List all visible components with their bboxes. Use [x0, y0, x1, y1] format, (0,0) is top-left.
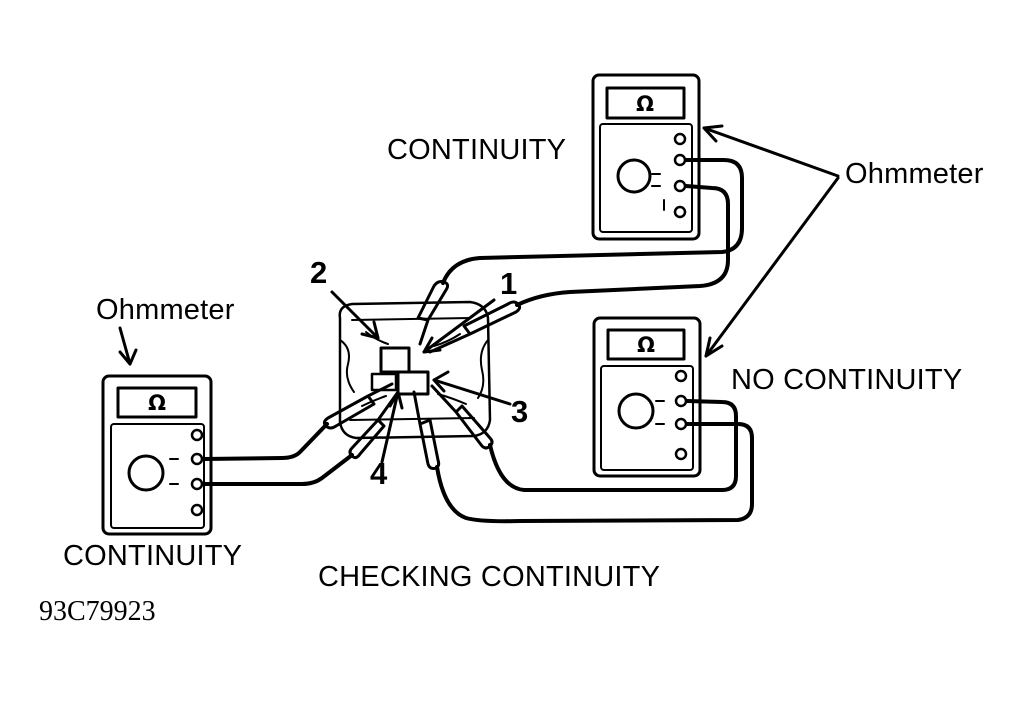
- callout-arrows: [118, 124, 840, 464]
- arrow-ohmmeter-to-right-meter: [704, 176, 840, 358]
- ohmmeter-right: Ω: [592, 316, 702, 478]
- label-ohmmeter-right: Ohmmeter: [845, 158, 984, 190]
- terminal-label-1: 1: [500, 266, 518, 301]
- test-probe: [428, 300, 522, 354]
- label-continuity-top: CONTINUITY: [387, 134, 567, 166]
- diagram-caption: CHECKING CONTINUITY: [318, 561, 661, 593]
- terminal-label-3: 3: [511, 394, 529, 429]
- terminal-label-2: 2: [310, 255, 328, 290]
- terminal-block: [396, 370, 430, 396]
- ohm-symbol: Ω: [637, 333, 655, 357]
- terminal-label-4: 4: [370, 456, 388, 491]
- test-lead: [435, 422, 754, 524]
- test-lead: [201, 453, 354, 486]
- ohmmeter-top: Ω: [591, 73, 701, 241]
- test-probe: [412, 390, 441, 470]
- terminal-minus: [190, 452, 204, 466]
- terminal-plus: [674, 417, 688, 431]
- test-probe: [322, 382, 394, 430]
- meter-dial: [616, 158, 652, 194]
- test-lead: [441, 158, 744, 285]
- terminal-plus: [190, 477, 204, 491]
- arrow-terminal-3: [432, 378, 512, 406]
- test-lead: [488, 399, 738, 492]
- ohm-symbol: Ω: [636, 92, 654, 116]
- terminal-plus: [673, 179, 687, 193]
- arrow-terminal-4: [380, 390, 400, 464]
- test-lead: [515, 184, 730, 307]
- arrow-ohmmeter-to-left-meter: [118, 326, 132, 366]
- figure-id: 93C79923: [39, 596, 156, 627]
- arrow-terminal-1: [422, 298, 496, 354]
- test-probe: [416, 280, 450, 346]
- label-no-continuity: NO CONTINUITY: [731, 364, 963, 396]
- test-leads: [201, 158, 754, 524]
- meter-dial: [617, 392, 655, 430]
- arrow-terminal-2: [330, 290, 380, 340]
- label-continuity-left: CONTINUITY: [63, 540, 243, 572]
- arrow-ohmmeter-to-top-meter: [702, 126, 840, 178]
- meter-dial: [127, 454, 165, 492]
- ohm-symbol: Ω: [148, 391, 166, 415]
- ohmmeter-left: Ω: [101, 374, 213, 536]
- terminal-block: [379, 346, 411, 374]
- terminal-minus: [673, 153, 687, 167]
- terminal-minus: [674, 394, 688, 408]
- label-ohmmeter-left: Ohmmeter: [96, 294, 235, 326]
- test-lead: [201, 422, 329, 461]
